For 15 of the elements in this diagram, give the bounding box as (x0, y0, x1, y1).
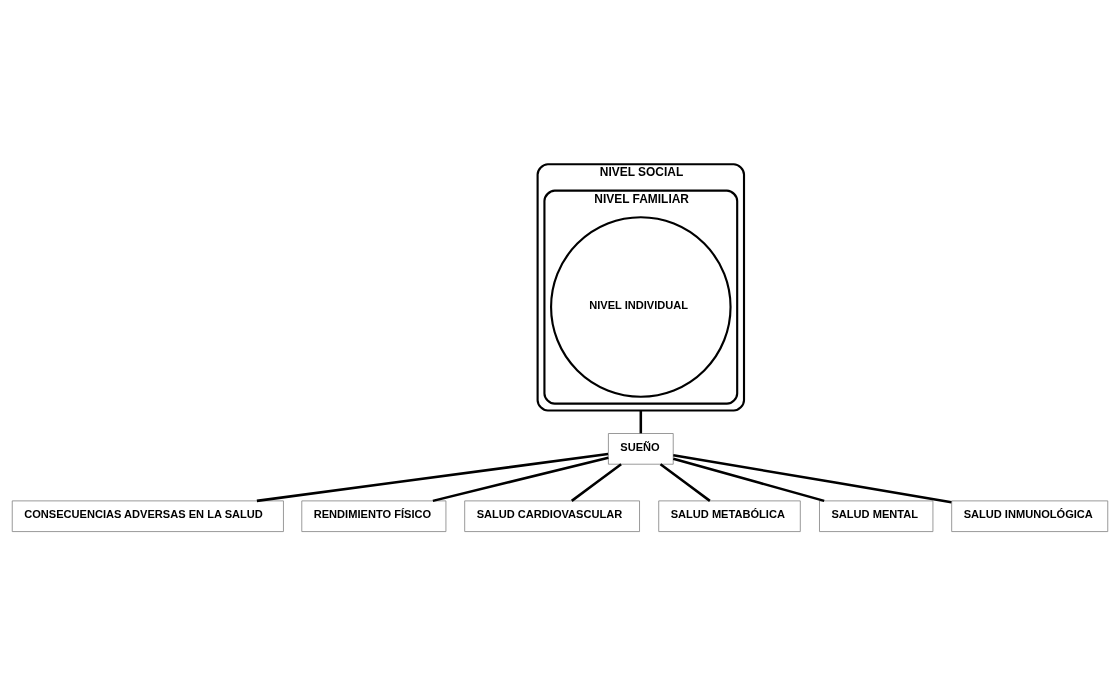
connector (571, 463, 622, 502)
connector (256, 452, 609, 503)
node-box: SALUD METABÓLICA (658, 500, 801, 532)
connector (673, 453, 952, 504)
node-box: SALUD CARDIOVASCULAR (464, 500, 640, 532)
node-box: RENDIMIENTO FÍSICO (301, 500, 447, 532)
connector (639, 410, 643, 434)
connector (672, 457, 825, 503)
node-box: SALUD MENTAL (819, 500, 934, 532)
connector (659, 463, 711, 502)
node-box: CONSECUENCIAS ADVERSAS EN LA SALUD (11, 500, 284, 532)
connector (432, 456, 609, 503)
node-box: SALUD INMUNOLÓGICA (951, 500, 1109, 532)
node-circle: NIVEL INDIVIDUAL (550, 216, 732, 398)
node-box: SUEÑO (607, 433, 674, 465)
